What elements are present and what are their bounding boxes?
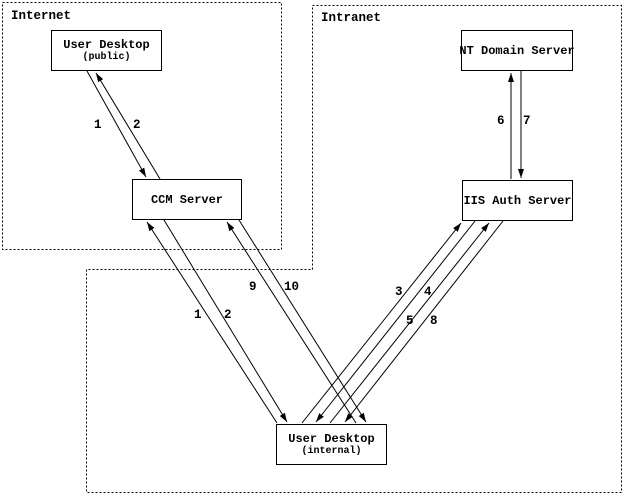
internet-region-outline — [2, 2, 282, 250]
edge-label-10: 10 — [284, 280, 300, 294]
arrow-3-internal-desktop-to-iis — [301, 222, 462, 424]
node-title: IIS Auth Server — [463, 193, 572, 208]
arrow-9-internal-desktop-to-ccm — [226, 221, 357, 424]
node-subtitle: (internal) — [301, 446, 362, 457]
intranet-region-label: Intranet — [321, 11, 382, 25]
arrow-4-iis-to-internal-desktop — [315, 220, 476, 423]
node-title: User Desktop — [288, 432, 375, 446]
internet-region-label: Internet — [11, 9, 72, 23]
node-user-desktop-public: User Desktop (public) — [51, 30, 162, 71]
edge-label-2-internal: 2 — [224, 308, 232, 322]
arrow-5-internal-desktop-to-iis — [329, 222, 490, 424]
node-nt-domain-server: NT Domain Server — [459, 30, 575, 71]
edge-label-4: 4 — [424, 285, 432, 299]
node-title: NT Domain Server — [459, 43, 575, 58]
arrow-1-public-desktop-to-ccm — [86, 70, 147, 178]
edge-label-1-public: 1 — [94, 118, 102, 132]
arrow-1-internal-desktop-to-ccm — [146, 221, 278, 424]
node-iis-auth-server: IIS Auth Server — [462, 180, 573, 221]
arrow-8-iis-to-internal-desktop — [344, 220, 504, 423]
edge-label-3: 3 — [395, 285, 403, 299]
edge-label-9: 9 — [249, 280, 257, 294]
arrow-10-ccm-to-internal-desktop — [238, 219, 367, 423]
node-title: CCM Server — [150, 192, 223, 207]
node-user-desktop-internal: User Desktop (internal) — [276, 424, 387, 465]
arrow-2-ccm-to-internal-desktop — [163, 219, 288, 423]
node-title: User Desktop — [63, 38, 150, 52]
edge-label-7: 7 — [523, 114, 531, 128]
edge-label-2-public: 2 — [133, 118, 141, 132]
edge-label-6: 6 — [497, 114, 505, 128]
edge-label-8: 8 — [430, 314, 438, 328]
edge-label-5: 5 — [406, 314, 414, 328]
node-subtitle: (public) — [82, 52, 131, 63]
edge-label-1-internal: 1 — [194, 308, 202, 322]
node-ccm-server: CCM Server — [132, 179, 242, 220]
arrow-2-ccm-to-public-desktop — [95, 72, 161, 180]
intranet-region-outline — [86, 5, 622, 493]
